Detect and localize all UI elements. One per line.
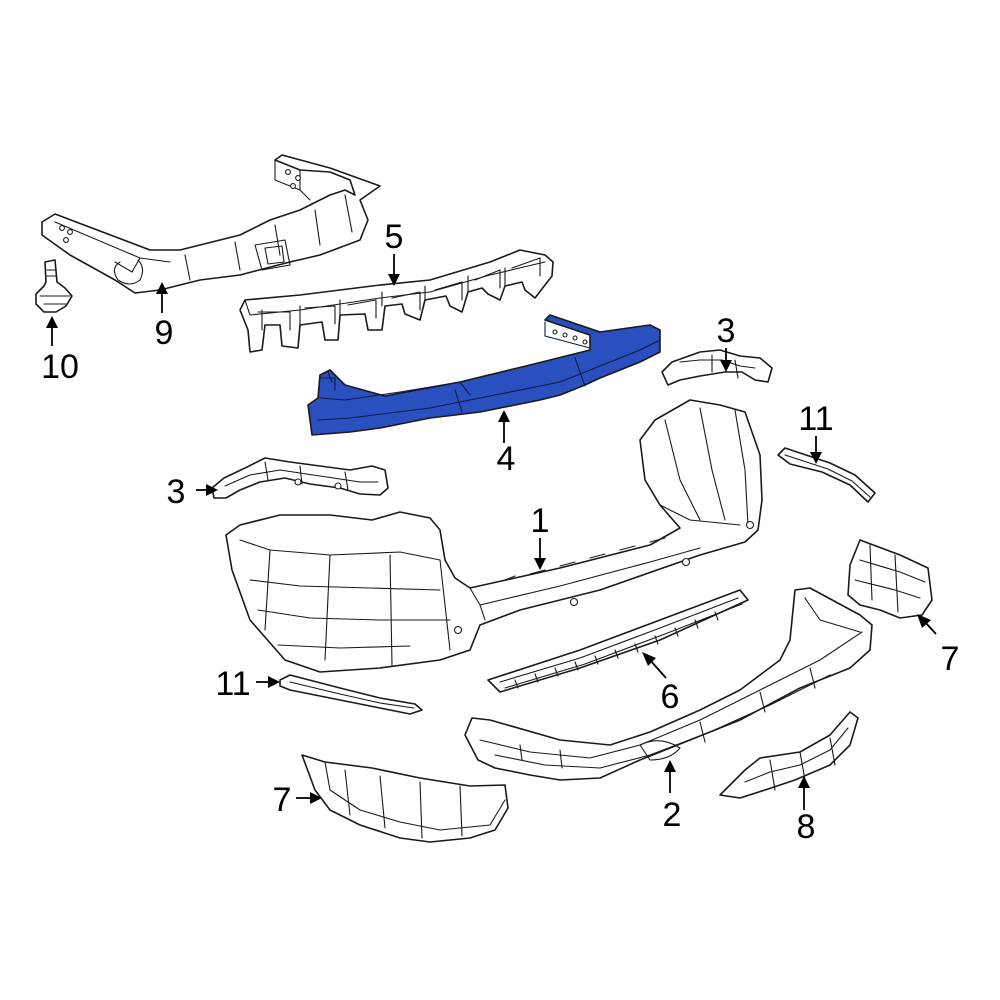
callout-1: 1 [531, 502, 550, 540]
callout-2: 2 [663, 796, 682, 834]
part-1-bumper-cover[interactable] [225, 399, 763, 673]
part-11-molding-left[interactable] [279, 674, 423, 715]
arrow-4 [498, 410, 510, 422]
arrow-7-right [917, 614, 931, 628]
arrow-7-left [310, 792, 322, 804]
part-8-lower-panel[interactable] [719, 711, 859, 799]
arrow-11-right [810, 452, 822, 464]
arrow-9 [156, 282, 168, 294]
leader-lines [46, 254, 937, 810]
part-9-bracket[interactable] [41, 154, 381, 294]
part-7-deflector-left[interactable] [301, 754, 509, 843]
arrow-11-left [268, 676, 280, 688]
callout-4: 4 [497, 440, 516, 478]
callout-6: 6 [661, 678, 680, 716]
callout-8: 8 [797, 808, 816, 846]
part-3-bracket-right[interactable] [661, 349, 773, 386]
callout-11-right: 11 [798, 400, 833, 438]
callout-labels: 1 2 3 3 4 5 6 7 7 8 9 10 11 11 [41, 218, 959, 846]
arrow-10 [46, 316, 58, 328]
arrow-8 [798, 776, 810, 788]
part-5-absorber[interactable] [239, 249, 554, 353]
callout-10: 10 [41, 348, 79, 386]
callout-3-right: 3 [717, 312, 736, 350]
part-6-step-pad[interactable] [487, 589, 749, 693]
part-2-lower-valance[interactable] [464, 587, 873, 781]
arrow-5 [388, 274, 400, 286]
part-7-deflector-right[interactable] [847, 539, 933, 619]
part-4-reinforcement[interactable] [307, 314, 661, 436]
callout-11-left: 11 [215, 665, 250, 703]
arrow-3-left [206, 484, 218, 496]
part-10-clip[interactable] [35, 259, 73, 313]
arrow-6 [642, 652, 656, 666]
arrow-1 [534, 558, 546, 570]
leader-6 [649, 659, 667, 679]
callout-7-left: 7 [273, 781, 292, 819]
leader-7-right [924, 621, 937, 635]
arrow-3-right [720, 360, 732, 372]
callout-7-right: 7 [941, 640, 960, 678]
arrow-2 [664, 760, 676, 772]
callout-3-left: 3 [167, 473, 186, 511]
part-11-molding-right[interactable] [777, 447, 876, 503]
callout-9: 9 [155, 314, 174, 352]
callout-5: 5 [385, 218, 404, 256]
part-3-bracket-left[interactable] [211, 457, 389, 499]
